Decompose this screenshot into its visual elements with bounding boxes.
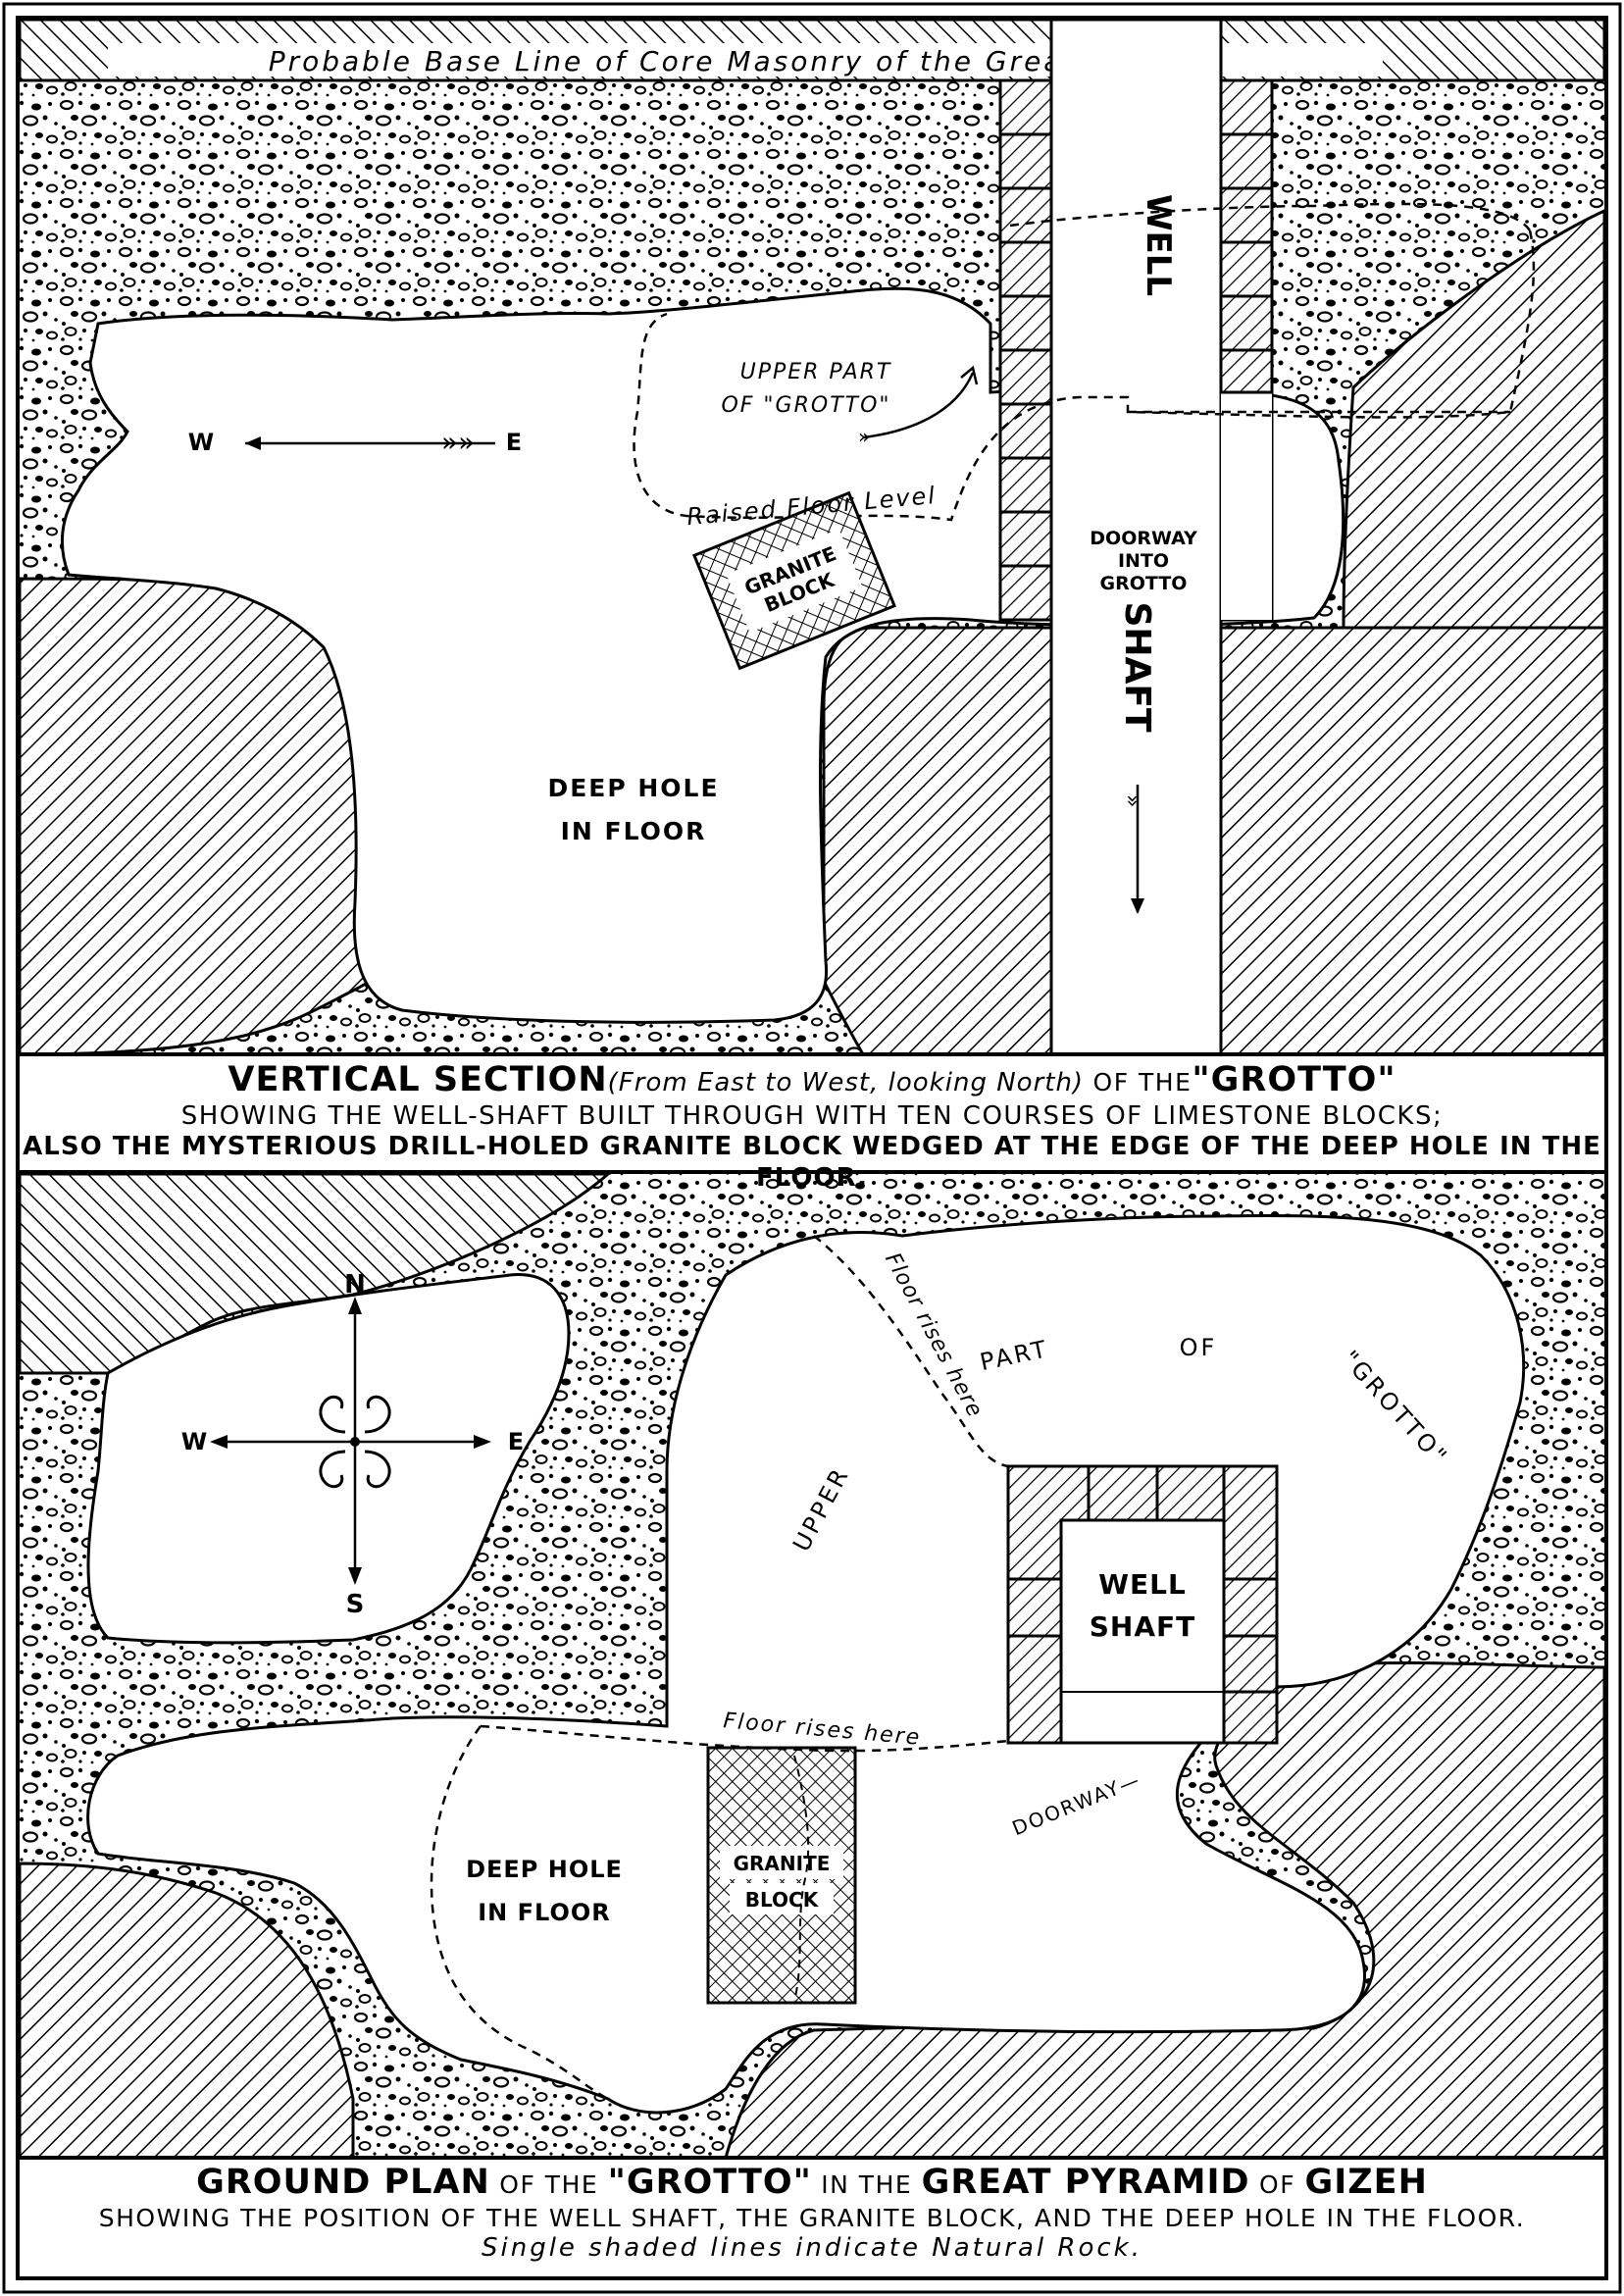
plan-title-of: OF	[1249, 2170, 1305, 2199]
section-arrow-feather: »»	[441, 426, 475, 458]
section-caption-line2: SHOWING THE WELL-SHAFT BUILT THROUGH WIT…	[180, 1100, 1444, 1131]
well-shaft-interior	[1049, 18, 1223, 1056]
section-caption-line1: VERTICAL SECTION(From East to West, look…	[22, 1059, 1602, 1101]
deep-hole-label-2: IN FLOOR	[561, 817, 707, 845]
plan-title-in-the: IN THE	[811, 2170, 922, 2199]
plan-well-label-1: WELL	[1098, 1568, 1187, 1601]
plan-title-pyramid: GREAT PYRAMID	[921, 2163, 1250, 2202]
plan-caption-line1: GROUND PLAN OF THE "GROTTO" IN THE GREAT…	[22, 2162, 1602, 2204]
plan-upper-chamber	[86, 1214, 1526, 2115]
natural-rock-center	[822, 626, 1053, 1056]
doorway-label-3: GROTTO	[1100, 573, 1188, 594]
upper-grotto-label-2: OF "GROTTO"	[721, 393, 890, 418]
plan-title-of-the: OF THE	[489, 2170, 608, 2199]
plan-well-label-2: SHAFT	[1090, 1610, 1196, 1643]
shaft-arrow-head	[1131, 898, 1144, 914]
section-title: VERTICAL SECTION	[228, 1060, 608, 1099]
plan-rock-southwest	[18, 1862, 355, 2160]
ground-plan: GRANITE BLOCK N S W E Floor rises here U…	[18, 1172, 1606, 2160]
granite-block-section: GRANITE BLOCK	[692, 490, 896, 671]
section-east-label: E	[506, 429, 522, 456]
plan-title-grotto: "GROTTO"	[607, 2163, 812, 2202]
plan-caption-line3: Single shaded lines indicate Natural Roc…	[481, 2233, 1143, 2264]
plan-caption: GROUND PLAN OF THE "GROTTO" IN THE GREAT…	[22, 2162, 1602, 2265]
plan-west-chamber	[86, 1273, 571, 1645]
section-west-label: W	[188, 429, 214, 456]
inner-border	[16, 16, 1608, 2280]
plan-granite-label-1: GRANITE	[734, 1852, 831, 1875]
natural-rock-east-upper	[1342, 208, 1606, 630]
well-label: WELL	[1139, 194, 1178, 296]
floor-rise-line-lower	[480, 1724, 1009, 1753]
plan-granite-label-2: BLOCK	[745, 1888, 820, 1912]
section-arrow-head	[245, 436, 261, 450]
well-shaft-plan	[1006, 1464, 1279, 1745]
compass-north: N	[344, 1270, 366, 1300]
compass-south: S	[346, 1590, 365, 1619]
floor-rise-line-upper	[813, 1235, 1009, 1468]
upper-grotto-label-1: UPPER PART	[740, 360, 892, 384]
deep-hole-outline	[430, 1725, 609, 2101]
granite-plan-backing-1	[720, 1846, 843, 1879]
plan-deep-hole-label-2: IN FLOOR	[478, 1899, 611, 1926]
plan-caption-line2: SHOWING THE POSITION OF THE WELL SHAFT, …	[98, 2203, 1526, 2232]
section-caption-line3: ALSO THE MYSTERIOUS DRILL-HOLED GRANITE …	[23, 1132, 1601, 1194]
plan-title-gizeh: GIZEH	[1304, 2163, 1428, 2202]
doorway-opening	[1221, 392, 1272, 620]
upper-grotto-arrow	[862, 365, 979, 439]
section-grotto-word: "GROTTO"	[1192, 1060, 1396, 1099]
of-label: OF	[1180, 1334, 1218, 1361]
shaft-label: SHAFT	[1117, 601, 1157, 733]
compass-rose	[210, 1297, 491, 1585]
granite-plan-backing-2	[730, 1883, 834, 1914]
upper-grotto-arrow-feather: »	[858, 425, 870, 448]
deep-hole-label-1: DEEP HOLE	[547, 774, 719, 802]
vertical-section: Probable Base Line of Core Masonry of th…	[18, 18, 1606, 1056]
doorway-label-2: INTO	[1118, 550, 1169, 572]
doorway-label-1: DOORWAY	[1090, 528, 1197, 549]
plan-deep-hole-label-1: DEEP HOLE	[466, 1856, 623, 1883]
upper-grotto-outline	[633, 202, 1536, 522]
shaft-arrow-feather: »	[1120, 794, 1144, 807]
natural-rock-east	[1219, 626, 1606, 1056]
compass-west: W	[181, 1428, 207, 1455]
section-caption: VERTICAL SECTION(From East to West, look…	[22, 1059, 1602, 1195]
section-subtitle: (From East to West, looking North)	[607, 1068, 1085, 1097]
section-of-the: OF THE	[1084, 1068, 1193, 1097]
granite-crack	[793, 1755, 810, 2002]
compass-east: E	[508, 1428, 524, 1455]
plan-title: GROUND PLAN	[196, 2163, 490, 2202]
